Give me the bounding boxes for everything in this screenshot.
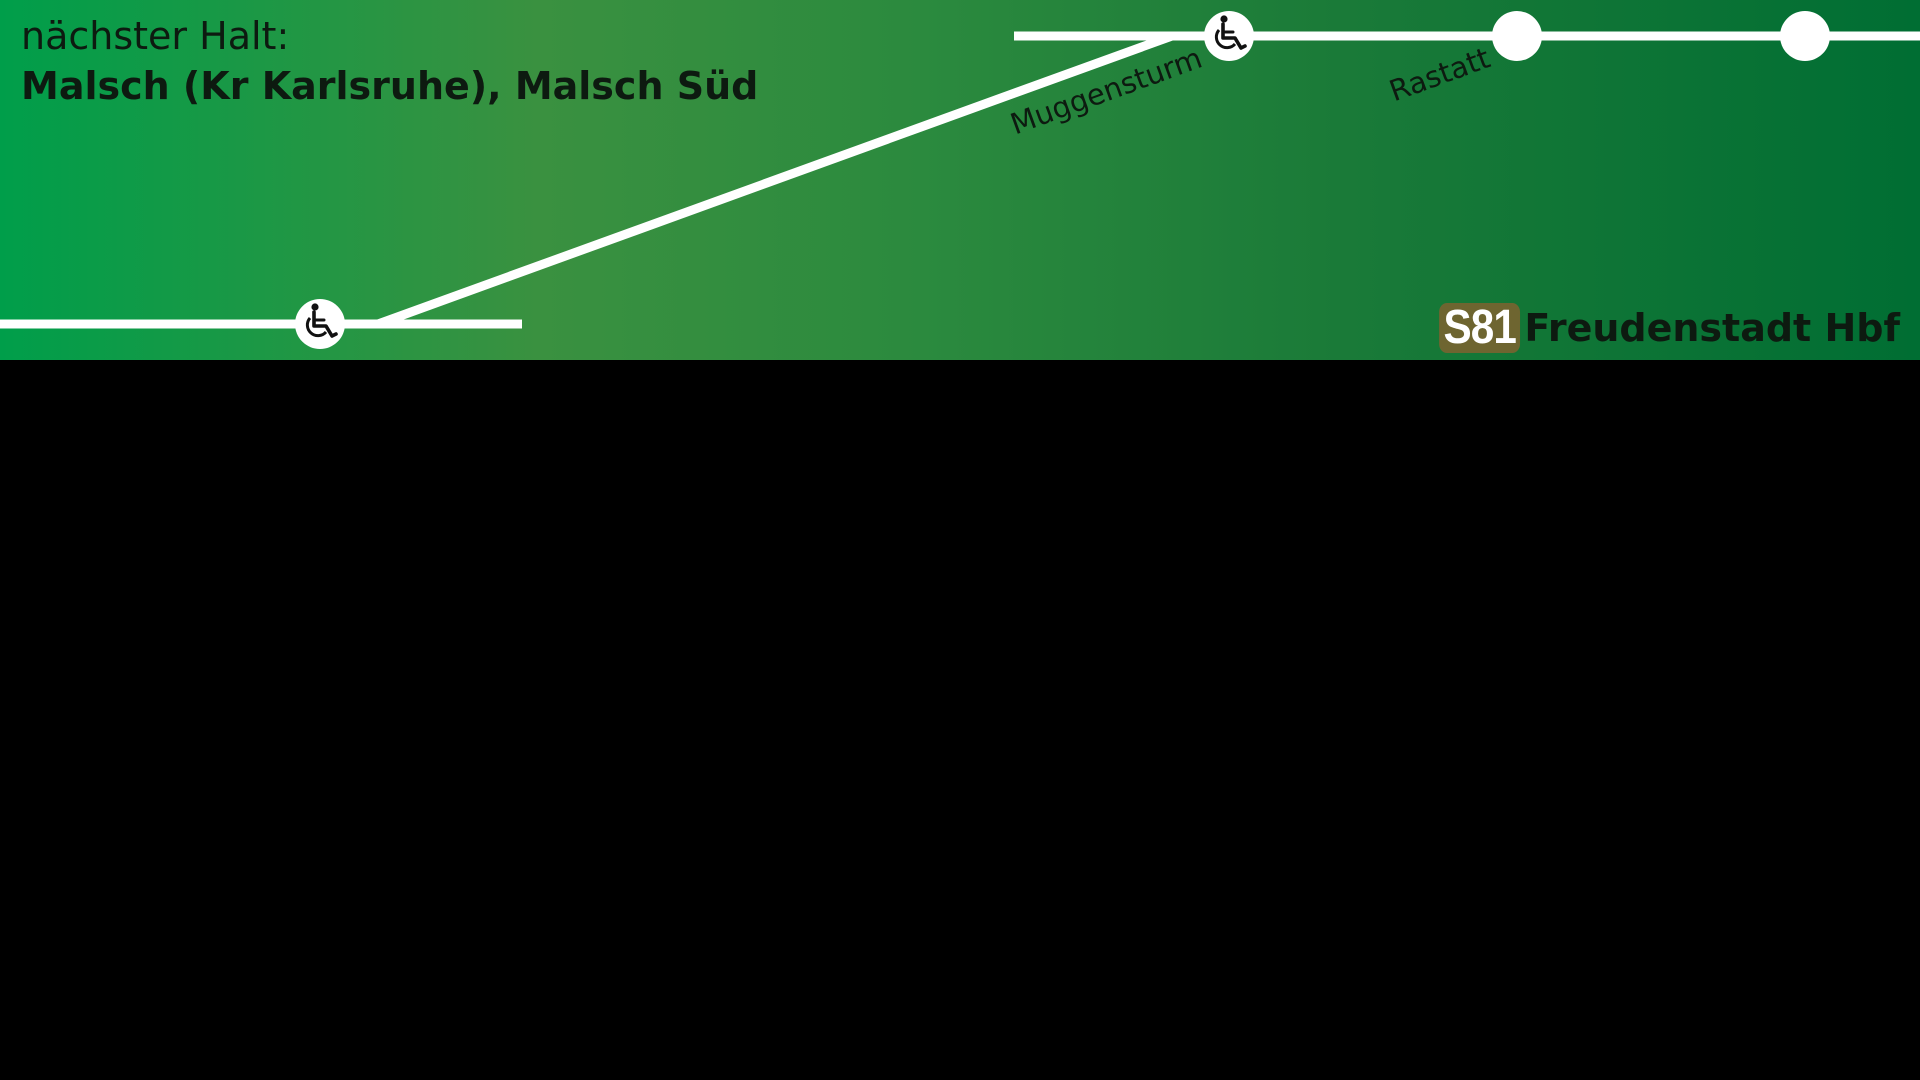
passenger-info-banner: nächster Halt: Malsch (Kr Karlsruhe), Ma… xyxy=(0,0,1920,360)
destination-block: S81 Freudenstadt Hbf xyxy=(1428,303,1900,353)
next-stop-label: nächster Halt: xyxy=(21,14,290,58)
next-stop-name: Malsch (Kr Karlsruhe), Malsch Süd xyxy=(21,64,759,108)
stop-marker-muggensturm xyxy=(1204,11,1254,61)
blank-display-area xyxy=(0,360,1920,1080)
stop-marker-next xyxy=(1780,11,1830,61)
line-badge: S81 xyxy=(1438,303,1521,353)
stop-label-rastatt: Rastatt xyxy=(1385,41,1495,109)
wheelchair-icon xyxy=(305,303,338,338)
route-diagram: Muggensturm Rastatt xyxy=(0,11,1920,349)
wheelchair-icon xyxy=(1214,15,1247,50)
stop-marker-current xyxy=(295,299,345,349)
destination-name: Freudenstadt Hbf xyxy=(1524,306,1900,350)
stop-marker-rastatt xyxy=(1492,11,1542,61)
track-connector xyxy=(376,31,1174,329)
